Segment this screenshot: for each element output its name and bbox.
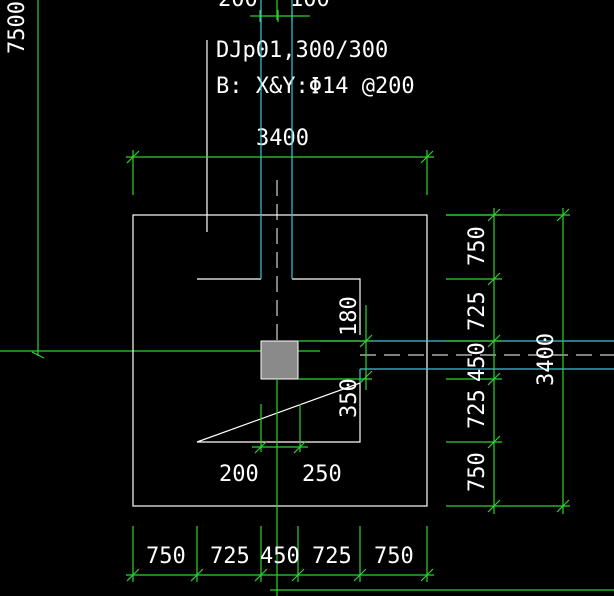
bottom-seg-tick-6 (420, 568, 434, 582)
right-seg-dim-3: 450 (465, 342, 490, 382)
right-seg-tick-2 (487, 272, 501, 286)
right-seg-tick-6 (487, 499, 501, 513)
offset-dim-200: 200 (219, 462, 259, 487)
top-partial-dim-right: 100 (290, 0, 330, 12)
right-overall-dim: 3400 (534, 333, 559, 386)
bottom-seg-tick-1 (126, 568, 140, 582)
top-partial-dim-left: 200 (218, 0, 258, 12)
right-seg-dim-1: 750 (465, 226, 490, 266)
right-seg-dim-2: 725 (465, 291, 490, 331)
bottom-seg-dim-4: 725 (312, 544, 352, 569)
footing-outer-outline (132, 214, 428, 507)
bottom-seg-tick-4 (291, 568, 305, 582)
top-overall-dim: 3400 (256, 126, 309, 151)
right-seg-dim-5: 750 (465, 452, 490, 492)
offset-dim-180: 180 (337, 296, 362, 336)
top-overall-tick-left (126, 150, 140, 164)
bottom-seg-tick-5 (353, 568, 367, 582)
bottom-seg-dim-3: 450 (260, 544, 300, 569)
right-seg-tick-3 (487, 334, 501, 348)
offset-tick-d (293, 440, 307, 454)
left-dim-tick (31, 351, 45, 359)
bottom-seg-dim-1: 750 (146, 544, 186, 569)
foundation-tag-text: DJp01,300/300 (216, 38, 388, 63)
right-overall-tick-bottom (556, 499, 570, 513)
bottom-seg-tick-3 (254, 568, 268, 582)
right-seg-dim-4: 725 (465, 389, 490, 429)
reinforcement-text: B: X&Y:Φ14 @200 (216, 74, 415, 99)
vertical-beam-outline (260, 0, 293, 279)
column-square (260, 340, 299, 380)
footing-inner-step (196, 278, 361, 443)
offset-tick-b (359, 370, 373, 384)
bottom-seg-tick-2 (190, 568, 204, 582)
offset-dim-350: 350 (337, 378, 362, 418)
left-dim-7500: 7500 (5, 1, 30, 54)
top-overall-tick-right (420, 150, 434, 164)
right-seg-tick-5 (487, 435, 501, 449)
right-seg-tick-4 (487, 372, 501, 386)
bottom-seg-dim-2: 725 (210, 544, 250, 569)
offset-dim-250: 250 (302, 462, 342, 487)
right-overall-tick-top (556, 208, 570, 222)
bottom-seg-dim-5: 750 (374, 544, 414, 569)
